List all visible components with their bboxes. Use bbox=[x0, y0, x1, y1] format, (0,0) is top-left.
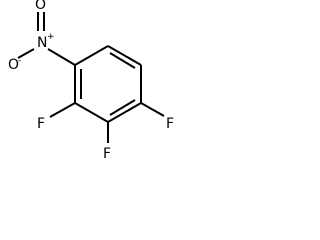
fluorine-left-label: F bbox=[37, 116, 45, 132]
bond-c4-fluorine bbox=[140, 102, 165, 117]
structure-diagram: O N + O - F F F bbox=[8, 0, 174, 162]
oxygen-charge-label: - bbox=[18, 56, 21, 66]
ring-bond-c3-c4 bbox=[107, 102, 142, 123]
fluorine-right-label: F bbox=[166, 116, 174, 132]
oxygen-left-label: O bbox=[8, 57, 19, 73]
ring-bond-c6-c1 bbox=[74, 45, 109, 66]
ring-bond-c2-c3 bbox=[74, 102, 109, 123]
ring-double-bond-inner-top bbox=[109, 52, 136, 69]
fluorine-bottom-label: F bbox=[103, 146, 111, 162]
bond-nitrogen-oxygen-single bbox=[17, 48, 35, 59]
nitrogen-label: N bbox=[37, 35, 47, 51]
bond-c2-fluorine bbox=[49, 102, 76, 118]
oxygen-top-label: O bbox=[35, 0, 46, 13]
bond-c1-nitrogen bbox=[47, 48, 76, 66]
ring-bond-c5-c6 bbox=[107, 45, 142, 66]
nitrogen-charge-label: + bbox=[47, 32, 55, 42]
ring-double-bond-inner-bottom bbox=[109, 99, 136, 116]
